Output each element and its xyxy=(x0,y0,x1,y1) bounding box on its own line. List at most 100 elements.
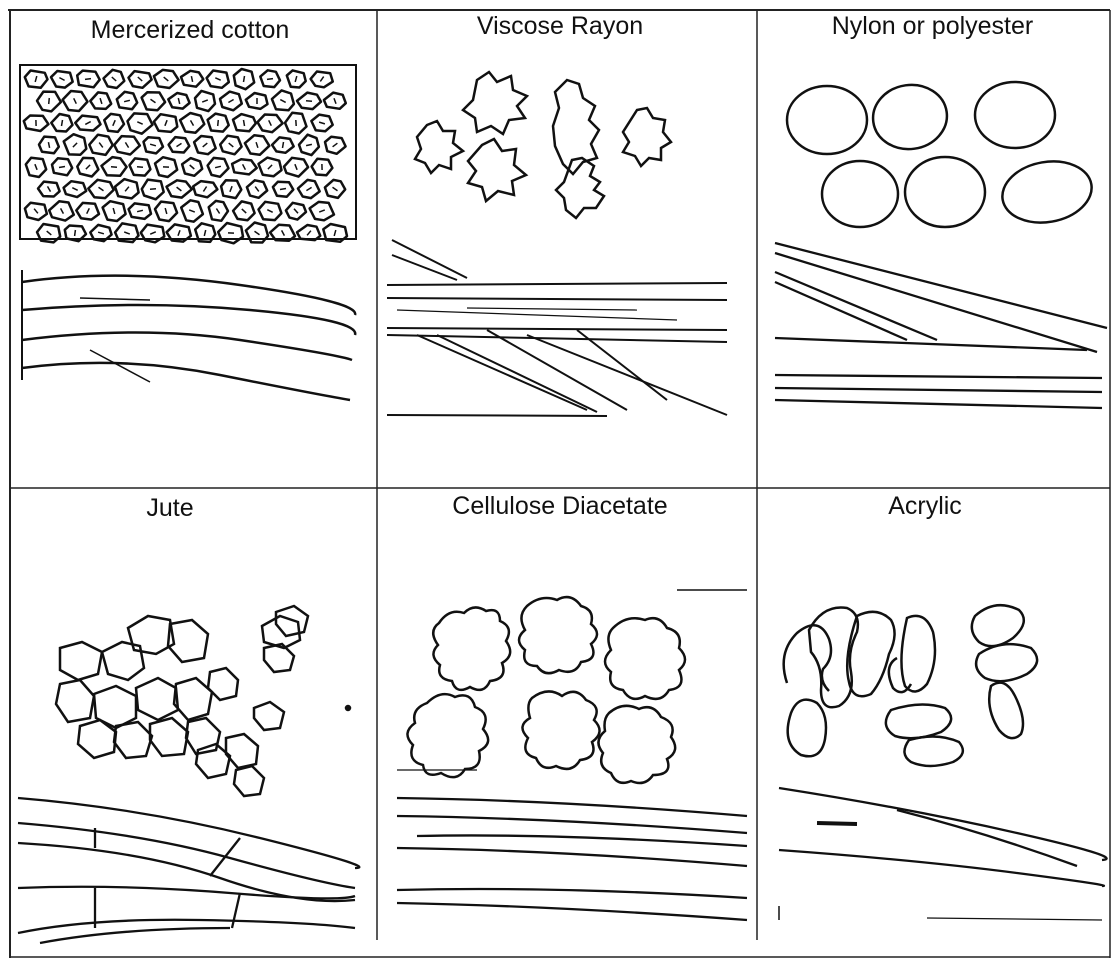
acrylic-cross-section xyxy=(784,605,1037,766)
cotton-lumen-mark xyxy=(75,230,76,236)
cotton-lumen-mark xyxy=(113,120,115,126)
cotton-lumen-mark xyxy=(34,209,38,214)
cotton-lumen-mark xyxy=(150,144,156,146)
cotton-lumen-mark xyxy=(334,230,336,236)
cotton-lumen-mark xyxy=(191,76,192,82)
cotton-lumen-mark xyxy=(59,78,64,81)
nylon-polyester-cross-section xyxy=(787,80,1097,229)
cotton-lumen-mark xyxy=(242,209,246,213)
cotton-lumen-mark xyxy=(125,187,129,192)
acrylic-drawing xyxy=(757,488,1113,958)
nylon-polyester-longitudinal-view xyxy=(775,243,1107,408)
cotton-lumen-mark xyxy=(178,98,179,104)
cotton-lumen-mark xyxy=(48,186,51,191)
cotton-lumen-mark xyxy=(59,167,65,168)
cotton-lumen-mark xyxy=(333,187,338,190)
cotton-lumen-mark xyxy=(203,143,208,147)
cotton-lumen-mark xyxy=(165,208,167,214)
cotton-lumen-mark xyxy=(72,188,77,191)
cotton-lumen-mark xyxy=(61,208,64,213)
cotton-lumen-mark xyxy=(244,120,245,126)
cotton-lumen-mark xyxy=(228,100,233,103)
cotton-lumen-mark xyxy=(203,187,206,192)
cotton-lumen-mark xyxy=(165,120,167,126)
cotton-lumen-mark xyxy=(295,164,297,170)
cotton-lumen-mark xyxy=(189,210,195,212)
cotton-lumen-mark xyxy=(267,210,272,213)
cotton-lumen-mark xyxy=(49,98,50,104)
cotton-lumen-mark xyxy=(164,77,169,81)
cotton-lumen-mark xyxy=(280,100,285,103)
cotton-lumen-mark xyxy=(215,166,221,167)
cotton-lumen-mark xyxy=(255,187,259,192)
cotton-lumen-mark xyxy=(177,143,182,146)
jute-drawing xyxy=(0,488,377,958)
cotton-lumen-mark xyxy=(295,76,297,82)
cotton-lumen-mark xyxy=(73,143,77,147)
cotton-lumen-mark xyxy=(98,232,104,234)
cotton-lumen-mark xyxy=(319,210,325,212)
cotton-lumen-mark xyxy=(334,98,336,104)
cotton-lumen-mark xyxy=(255,231,260,234)
cotton-lumen-mark xyxy=(35,164,37,170)
cotton-lumen-mark xyxy=(202,100,208,102)
cotton-lumen-mark xyxy=(177,187,182,191)
cotton-lumen-mark xyxy=(190,165,195,169)
cotton-lumen-mark xyxy=(124,232,130,234)
cotton-lumen-mark xyxy=(99,187,104,190)
cotton-lumen-mark xyxy=(87,208,90,213)
cotton-lumen-mark xyxy=(319,122,325,124)
cotton-lumen-mark xyxy=(35,76,37,82)
cotton-lumen-mark xyxy=(99,143,103,148)
viscose-rayon-cross-section xyxy=(415,72,671,218)
cotton-lumen-mark xyxy=(282,230,285,235)
cotton-lumen-mark xyxy=(48,142,49,148)
cotton-lumen-mark xyxy=(113,208,115,214)
cotton-lumen-mark xyxy=(294,209,298,214)
cotton-lumen-mark xyxy=(269,120,272,125)
cellulose-diacetate-cross-section xyxy=(407,590,747,783)
acrylic-longitudinal-view xyxy=(779,788,1107,920)
cotton-lumen-mark xyxy=(112,77,116,81)
cotton-lumen-mark xyxy=(150,232,156,234)
cotton-lumen-mark xyxy=(86,165,90,169)
cotton-lumen-mark xyxy=(74,98,77,103)
cotton-lumen-mark xyxy=(244,76,245,82)
cotton-lumen-mark xyxy=(230,186,232,192)
cotton-lumen-mark xyxy=(100,98,102,104)
cotton-lumen-mark xyxy=(137,122,142,124)
cotton-lumen-mark xyxy=(216,209,219,214)
nylon-polyester-drawing xyxy=(757,10,1113,488)
cotton-lumen-mark xyxy=(307,231,311,236)
cotton-lumen-mark xyxy=(280,189,286,190)
mercerized-cotton-longitudinal-view xyxy=(22,270,355,400)
cotton-lumen-mark xyxy=(125,142,128,147)
cotton-lumen-mark xyxy=(320,77,323,82)
jute-longitudinal-view xyxy=(18,798,359,943)
cotton-lumen-mark xyxy=(191,120,194,125)
cotton-lumen-mark xyxy=(333,143,338,147)
jute-cross-section xyxy=(56,606,350,796)
cotton-lumen-mark xyxy=(229,143,234,147)
cotton-lumen-mark xyxy=(268,165,272,169)
cellulose-diacetate-longitudinal-view xyxy=(397,770,747,920)
cotton-lumen-mark xyxy=(62,120,63,126)
cotton-lumen-mark xyxy=(138,77,142,81)
viscose-rayon-drawing xyxy=(377,10,757,488)
cotton-lumen-mark xyxy=(204,230,205,236)
cotton-lumen-mark xyxy=(85,122,90,125)
cotton-lumen-mark xyxy=(218,120,219,126)
cotton-lumen-mark xyxy=(137,167,143,168)
cotton-lumen-mark xyxy=(47,231,52,235)
cotton-lumen-mark xyxy=(306,144,312,145)
cotton-lumen-mark xyxy=(85,79,91,80)
cotton-lumen-mark xyxy=(306,187,311,190)
cotton-lumen-mark xyxy=(215,78,220,80)
mercerized-cotton-cross-section xyxy=(20,65,356,243)
cotton-lumen-mark xyxy=(256,142,258,148)
cotton-lumen-mark xyxy=(306,101,312,102)
cotton-lumen-mark xyxy=(243,164,246,169)
cotton-lumen-mark xyxy=(267,79,273,80)
cotton-lumen-mark xyxy=(283,142,284,148)
